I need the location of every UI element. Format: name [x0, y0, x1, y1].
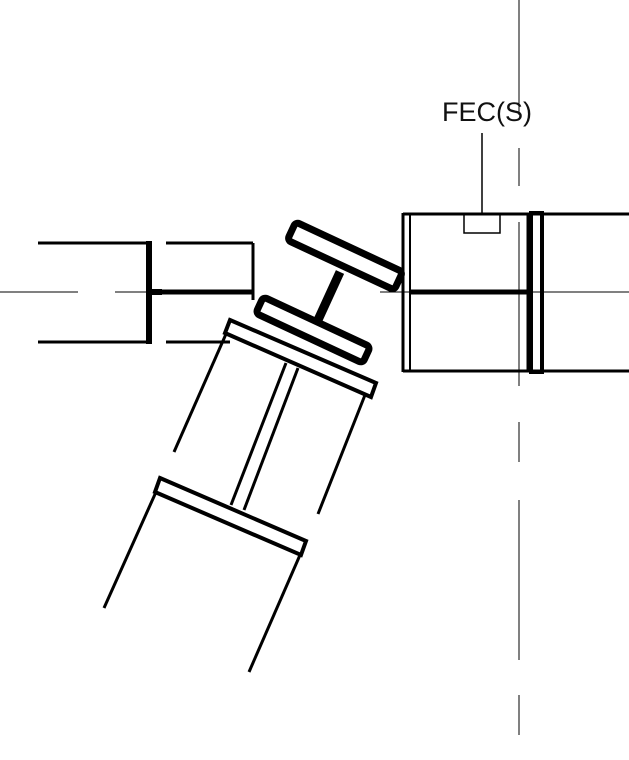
bonnet-cap — [253, 294, 373, 366]
valve-lower-flange — [152, 475, 309, 558]
t-handle-stem — [313, 270, 345, 322]
valve-stem-a — [229, 362, 288, 506]
valve-top-flange — [222, 317, 379, 400]
t-handle-bar — [285, 219, 405, 293]
valve-stem-b — [242, 367, 300, 511]
valve-lower-left-edge — [102, 491, 158, 609]
t-handle — [253, 219, 405, 366]
valve-lower-right-edge — [247, 554, 302, 673]
equipment-tag-label: FEC(S) — [442, 97, 532, 127]
valve-body-left-edge — [172, 333, 228, 453]
tag-box — [463, 213, 501, 234]
right-duct — [401, 211, 629, 374]
valve-body-right-edge — [316, 394, 367, 515]
right-duct-flange — [529, 211, 544, 374]
centerlines — [0, 0, 629, 735]
left-duct — [38, 241, 255, 344]
angled-valve-body — [102, 317, 379, 673]
